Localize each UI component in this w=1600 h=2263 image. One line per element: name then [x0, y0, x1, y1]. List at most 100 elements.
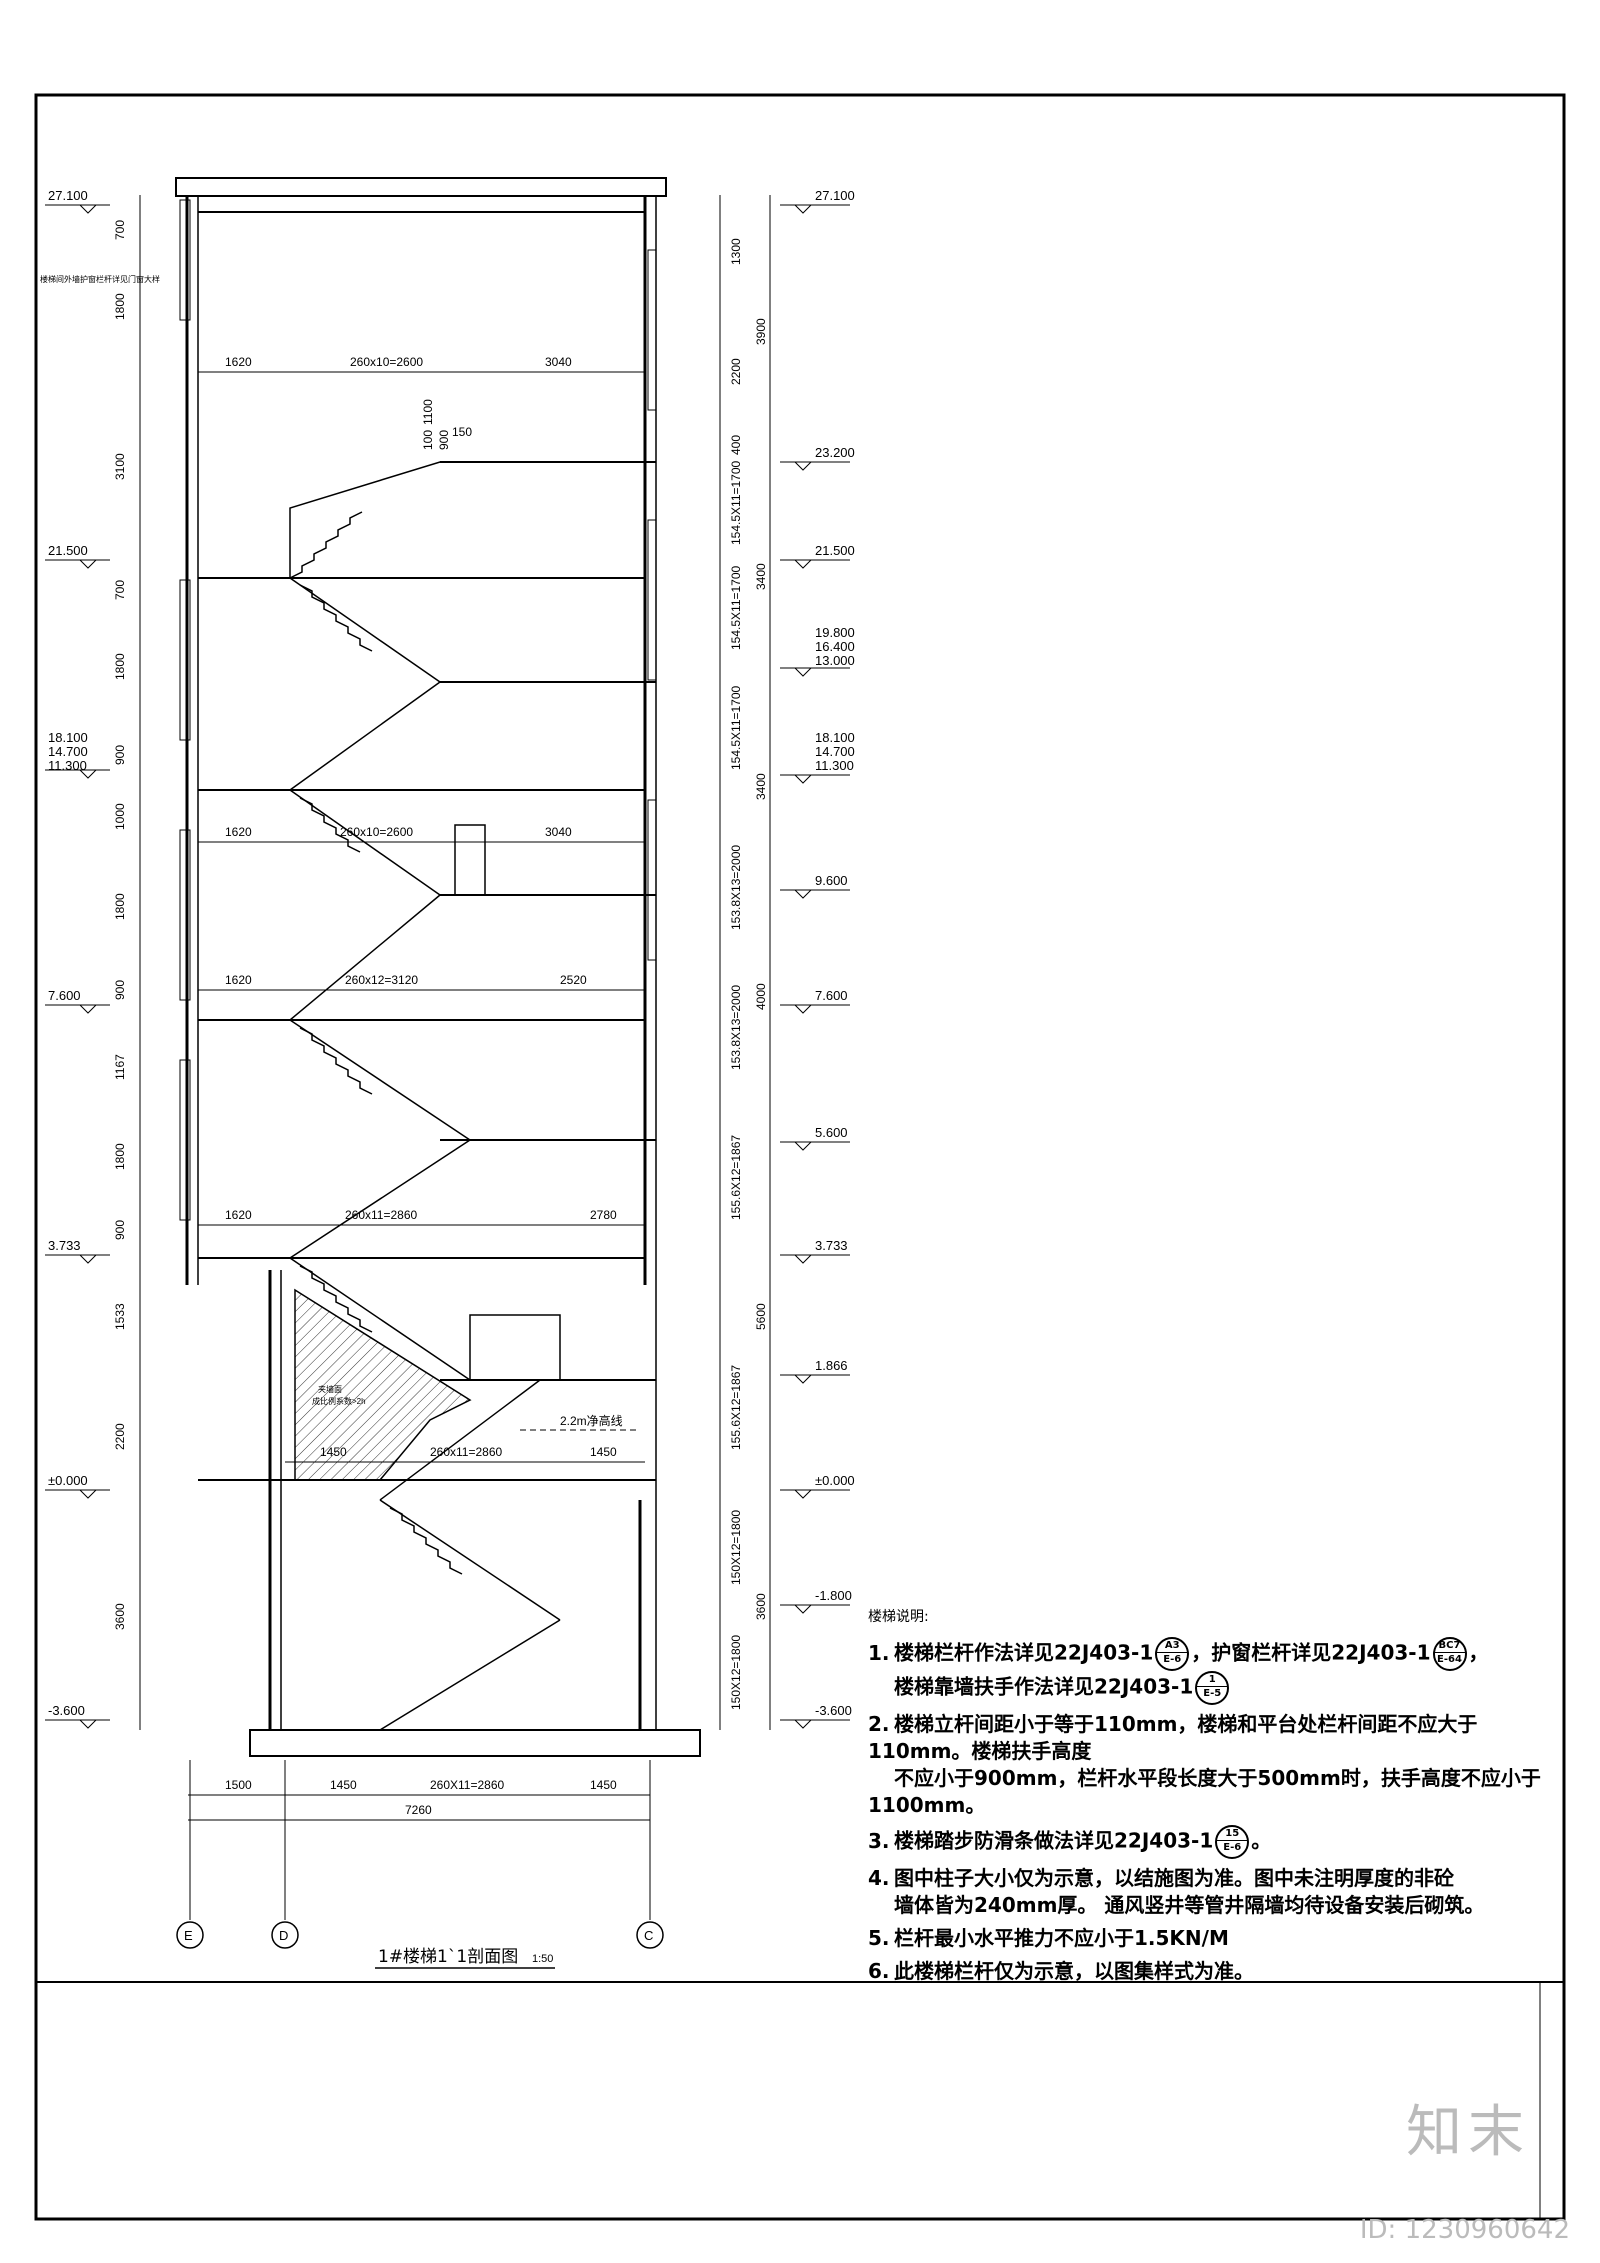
stair-dim-2: 1100 — [421, 399, 435, 425]
drawing-title: 1#楼梯1`1剖面图 — [378, 1947, 518, 1967]
level-left-3: 18.100 — [48, 730, 88, 745]
dim-right-inner-9: 155.6X12=1867 — [729, 1135, 743, 1220]
level-right-14: 1.866 — [815, 1358, 848, 1373]
horizontal-dims: 1620 260x10=2600 3040 1620 260x10=2600 3… — [225, 355, 623, 1817]
dim-left-1: 700 — [113, 220, 127, 240]
notes-title: 楼梯说明: — [868, 1609, 929, 1625]
hdim-5-b: 260x11=2860 — [430, 1445, 503, 1459]
dim-left-11: 1800 — [113, 1143, 127, 1170]
drawing-scale: 1:50 — [532, 1953, 553, 1965]
total-width-dim: 7260 — [405, 1803, 432, 1817]
hatched-zone — [294, 1288, 472, 1481]
dim-right-outer-4: 4000 — [754, 983, 768, 1010]
note-5-num: 5. — [868, 1926, 890, 1950]
level-left-1: 27.100 — [48, 188, 88, 203]
hdim-2-a: 1620 — [225, 825, 252, 839]
axis-label-d: D — [279, 1928, 288, 1943]
dim-left-10: 1167 — [113, 1054, 127, 1080]
level-right-8: 14.700 — [815, 744, 855, 759]
level-right-15: ±0.000 — [815, 1473, 855, 1488]
dim-right-inner-10: 155.6X12=1867 — [729, 1365, 743, 1450]
note-6-line-1: 此楼梯栏杆仅为示意，以图集样式为准。 — [894, 1959, 1254, 1983]
level-right-6: 13.000 — [815, 653, 855, 668]
dim-left-15: 3600 — [113, 1603, 127, 1630]
note-1-text-a: 楼梯栏杆作法详见22J403-1 — [894, 1640, 1154, 1665]
axis-label-e: E — [184, 1928, 193, 1943]
hdim-3-a: 1620 — [225, 973, 252, 987]
dim-left-5: 1800 — [113, 653, 127, 680]
bottom-dim-3: 260X11=2860 — [430, 1778, 505, 1792]
hdim-4-b: 260x11=2860 — [345, 1208, 418, 1222]
note-4-line-2: 墙体皆为240mm厚。 通风竖井等管井隔墙均待设备安装后砌筑。 — [894, 1893, 1485, 1917]
note-item-5: 5.栏杆最小水平推力不应小于1.5KN/M — [868, 1925, 1568, 1952]
note-2-line-2: 不应小于900mm，栏杆水平段长度大于500mm时，扶手高度不应小于1100mm… — [868, 1766, 1541, 1817]
dim-right-outer-5: 5600 — [754, 1303, 768, 1330]
hatch-note-2: 成比例系数>2h — [312, 1396, 366, 1406]
right-vertical-dims: 1300 2200 400 154.5X11=1700 154.5X11=170… — [729, 238, 768, 1710]
dim-right-inner-6: 154.5X11=1700 — [729, 685, 743, 770]
left-vertical-dims: 700 1800 3100 700 1800 900 1000 1800 900… — [113, 220, 127, 1630]
stair-dim-4: 150 — [452, 425, 472, 439]
level-right-1: 27.100 — [815, 188, 855, 203]
level-right-11: 7.600 — [815, 988, 848, 1003]
ref2-bot: E-64 — [1437, 1654, 1462, 1665]
note-item-6: 6.此楼梯栏杆仅为示意，以图集样式为准。 — [868, 1958, 1568, 1985]
note-5-line-1: 栏杆最小水平推力不应小于1.5KN/M — [894, 1926, 1229, 1950]
level-right-10: 9.600 — [815, 873, 848, 888]
note-1-num: 1. — [868, 1640, 890, 1665]
stair-dim-1: 100 — [421, 430, 435, 450]
left-note: 楼梯间外墙护窗栏杆详见门窗大样 — [40, 274, 160, 284]
dim-left-12: 900 — [113, 1220, 127, 1240]
axis-bubbles — [176, 1921, 664, 1949]
note-3-text-b: 。 — [1251, 1828, 1272, 1853]
level-left-9: -3.600 — [48, 1703, 85, 1718]
ref3-top: 1 — [1197, 1673, 1228, 1687]
hdim-3-c: 2520 — [560, 973, 587, 987]
level-right-12: 5.600 — [815, 1125, 848, 1140]
ref3-bot: E-5 — [1203, 1688, 1222, 1699]
level-right-5: 16.400 — [815, 639, 855, 654]
right-level-markers — [780, 204, 850, 1729]
note-item-4: 4.图中柱子大小仅为示意，以结施图为准。图中未注明厚度的非砼 墙体皆为240mm… — [868, 1865, 1568, 1919]
hatch-note-1: 夹墙面 — [318, 1384, 342, 1394]
ref2-top: BC7 — [1434, 1639, 1465, 1653]
dim-right-inner-5: 154.5X11=1700 — [729, 565, 743, 650]
level-right-4: 19.800 — [815, 625, 855, 640]
dim-right-outer-3: 3400 — [754, 773, 768, 800]
dim-right-outer-1: 3900 — [754, 318, 768, 345]
level-right-16: -1.800 — [815, 1588, 852, 1603]
dim-right-inner-4: 154.5X11=1700 — [729, 460, 743, 545]
dim-left-8: 1800 — [113, 893, 127, 920]
dim-left-14: 2200 — [113, 1423, 127, 1450]
dim-left-7: 1000 — [113, 803, 127, 830]
level-left-5: 11.300 — [48, 758, 87, 773]
hdim-4-a: 1620 — [225, 1208, 252, 1222]
level-right-13: 3.733 — [815, 1238, 848, 1253]
hdim-2-b: 260x10=2600 — [340, 825, 413, 839]
stair-flights — [289, 461, 561, 1731]
hdim-5-c: 1450 — [590, 1445, 617, 1459]
dim-right-inner-8: 153.8X13=2000 — [729, 985, 743, 1070]
dimension-lines — [139, 195, 771, 1920]
hdim-3-b: 260x12=3120 — [345, 973, 418, 987]
outer-frame — [34, 93, 1566, 2221]
level-right-2: 23.200 — [815, 445, 855, 460]
level-left-6: 7.600 — [48, 988, 81, 1003]
dim-right-inner-11: 150X12=1800 — [729, 1510, 743, 1585]
ref1-top: A3 — [1157, 1639, 1188, 1653]
hdim-1-a: 1620 — [225, 355, 252, 369]
left-level-markers — [45, 204, 110, 1729]
note-4-num: 4. — [868, 1866, 890, 1890]
note-1-text-b: ，护窗栏杆详见22J403-1 — [1191, 1640, 1431, 1665]
dim-right-inner-2: 2200 — [729, 358, 743, 385]
bottom-dim-4: 1450 — [590, 1778, 617, 1792]
note-4-line-1: 图中柱子大小仅为示意，以结施图为准。图中未注明厚度的非砼 — [894, 1866, 1454, 1890]
walls — [175, 177, 701, 1757]
note-1-text-d: 楼梯靠墙扶手作法详见22J403-1 — [894, 1674, 1194, 1699]
stair-dim-3: 900 — [437, 430, 451, 450]
